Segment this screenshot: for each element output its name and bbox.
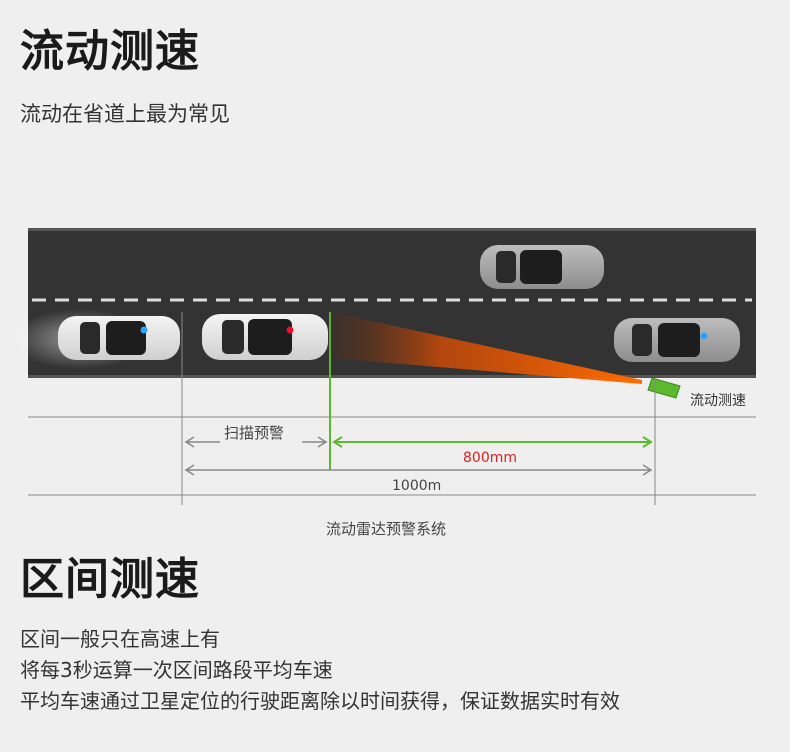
- radar-beam: [330, 312, 642, 384]
- interval-line-2: 将每3秒运算一次区间路段平均车速: [20, 658, 333, 682]
- scan-label: 扫描预警: [224, 424, 284, 442]
- car-rear: [10, 309, 180, 369]
- interval-line-1: 区间一般只在高速上有: [20, 627, 220, 651]
- car-front: [614, 318, 740, 362]
- scan-arrow: [184, 422, 328, 448]
- section-title-interval: 区间测速: [20, 554, 200, 605]
- speed-diagram: 流动测速 扫描预警 800mm 1000m 流动雷达预警系统: [10, 228, 756, 538]
- car-detector: [202, 314, 328, 360]
- distance-total-label: 1000m: [392, 478, 441, 494]
- section-subtitle-mobile: 流动在省道上最为常见: [20, 102, 230, 126]
- radar-device-icon: [647, 377, 681, 399]
- diagram-caption: 流动雷达预警系统: [326, 520, 446, 538]
- radar-label: 流动测速: [690, 393, 746, 409]
- distance-green-label: 800mm: [463, 450, 517, 466]
- blue-light: [700, 332, 708, 340]
- red-light: [286, 326, 294, 334]
- interval-line-3: 平均车速通过卫星定位的行驶距离除以时间获得，保证数据实时有效: [20, 689, 620, 713]
- green-distance-arrow: [332, 436, 653, 448]
- total-distance-arrow: [184, 464, 653, 476]
- blue-light: [140, 326, 148, 334]
- section-title-mobile: 流动测速: [20, 26, 200, 77]
- car-upper-lane: [480, 245, 604, 289]
